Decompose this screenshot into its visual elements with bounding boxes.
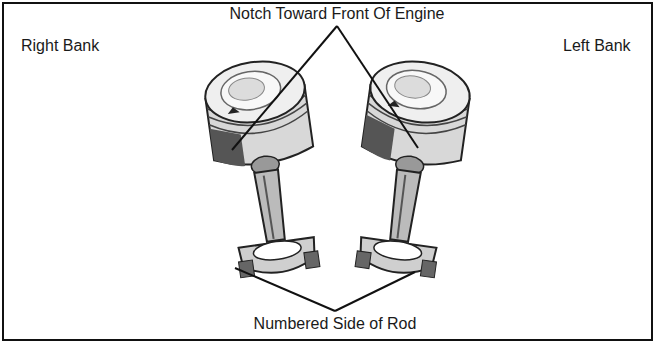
right-bank-piston: [201, 55, 330, 279]
leader-lines: [232, 26, 418, 311]
bank-label: Right Bank: [18, 36, 102, 56]
frame: [3, 3, 652, 340]
bank-label: Left Bank: [560, 36, 634, 56]
callout-label: Numbered Side of Rod: [251, 314, 420, 334]
callout-label: Notch Toward Front Of Engine: [227, 4, 448, 24]
left-bank-piston: [345, 55, 474, 279]
